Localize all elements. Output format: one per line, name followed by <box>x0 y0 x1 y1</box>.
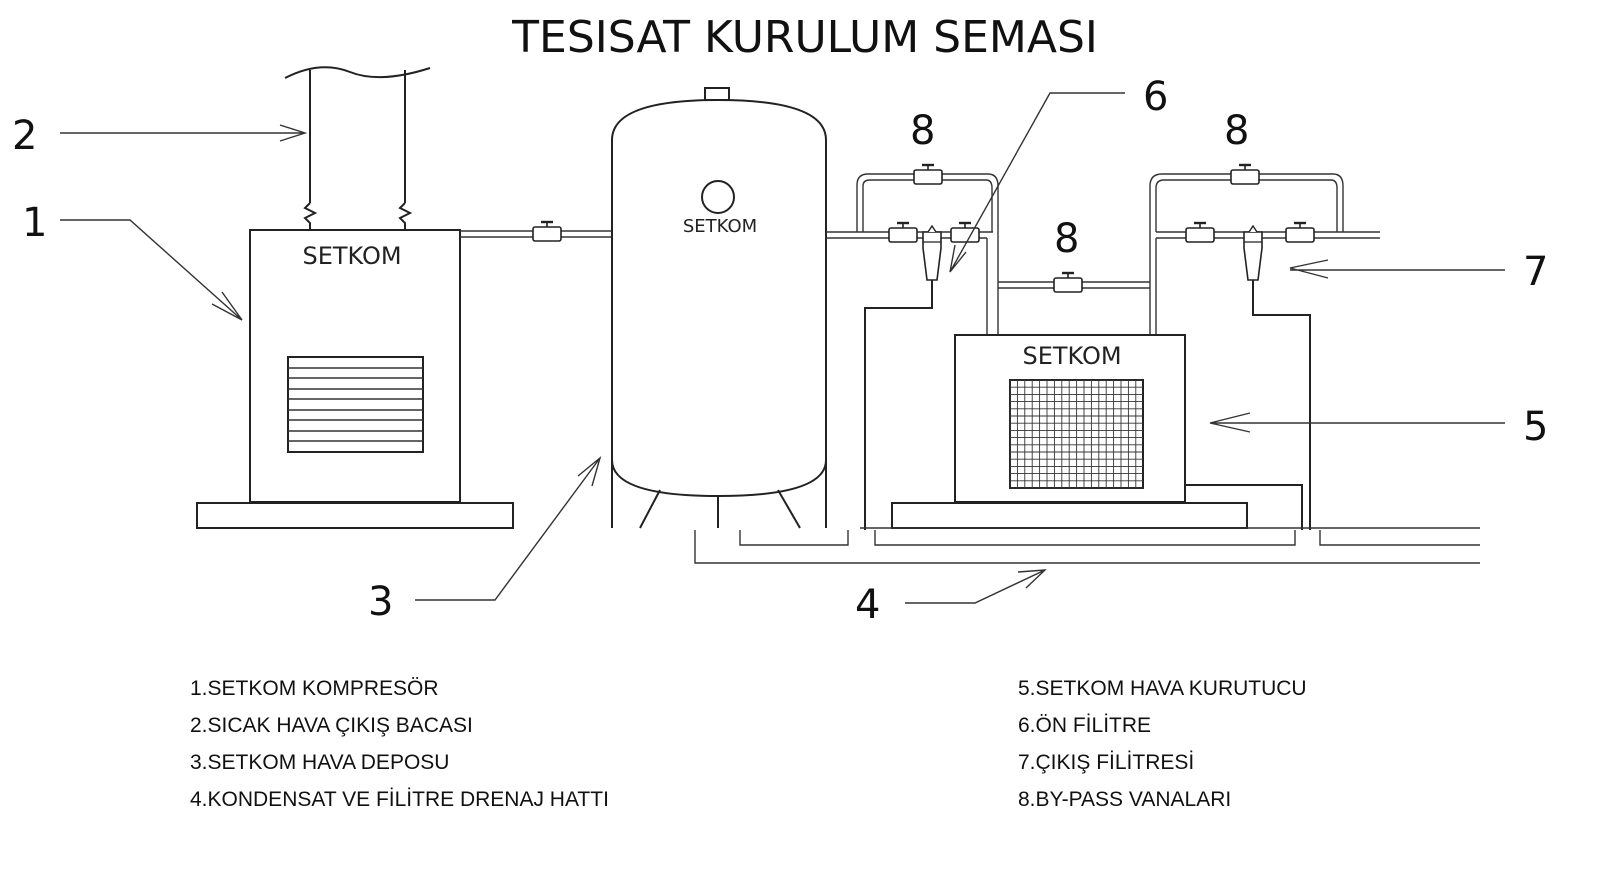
air-tank: SETKOM <box>611 87 827 529</box>
pre-filter-icon <box>922 225 942 281</box>
legend-item: 3.SETKOM HAVA DEPOSU <box>190 751 449 774</box>
callout-2: 2 <box>12 113 37 159</box>
diagram-title: TESISAT KURULUM SEMASI <box>511 12 1098 63</box>
legend-item: 4.KONDENSAT VE FİLİTRE DRENAJ HATTI <box>190 788 609 811</box>
callout-8: 8 <box>910 108 935 154</box>
air-dryer: SETKOM <box>891 334 1248 529</box>
valve-icon <box>887 221 919 244</box>
bypass-valve-icon <box>1052 271 1084 294</box>
callout-7: 7 <box>1523 249 1548 295</box>
valve-icon <box>949 221 981 244</box>
valve-icon <box>1284 221 1316 244</box>
callout-5: 5 <box>1523 404 1548 450</box>
valve-icon <box>1184 221 1216 244</box>
compressor-base <box>196 502 514 529</box>
callout-3: 3 <box>368 579 393 625</box>
callout-8: 8 <box>1054 216 1079 262</box>
legend-item: 7.ÇIKIŞ FİLİTRESİ <box>1018 751 1194 774</box>
bypass-valve-icon <box>1229 163 1261 186</box>
legend-item: 6.ÖN FİLİTRE <box>1018 714 1151 737</box>
callout-1: 1 <box>22 200 47 246</box>
callout-4: 4 <box>855 582 880 628</box>
drain-line <box>694 527 1480 564</box>
dryer-base <box>891 502 1248 529</box>
compressor: SETKOM <box>196 229 514 529</box>
bypass-valve-icon <box>912 163 944 186</box>
compressor-brand: SETKOM <box>302 242 401 270</box>
hot-air-chimney <box>284 66 431 230</box>
valve-icon <box>531 220 563 243</box>
legend-item: 8.BY-PASS VANALARI <box>1018 788 1231 811</box>
legend-item: 2.SICAK HAVA ÇIKIŞ BACASI <box>190 714 473 737</box>
dryer-brand: SETKOM <box>1022 342 1121 370</box>
callouts: 2 1 3 4 5 6 7 8 8 8 <box>12 74 1548 628</box>
outlet-filter-icon <box>1243 225 1263 281</box>
legend-item: 1.SETKOM KOMPRESÖR <box>190 677 439 700</box>
legend: 1.SETKOM KOMPRESÖR 2.SICAK HAVA ÇIKIŞ BA… <box>190 677 1307 811</box>
tank-brand: SETKOM <box>683 216 757 237</box>
compressor-louvre <box>287 356 424 453</box>
legend-item: 5.SETKOM HAVA KURUTUCU <box>1018 677 1307 700</box>
callout-8: 8 <box>1224 108 1249 154</box>
callout-6: 6 <box>1143 74 1168 120</box>
